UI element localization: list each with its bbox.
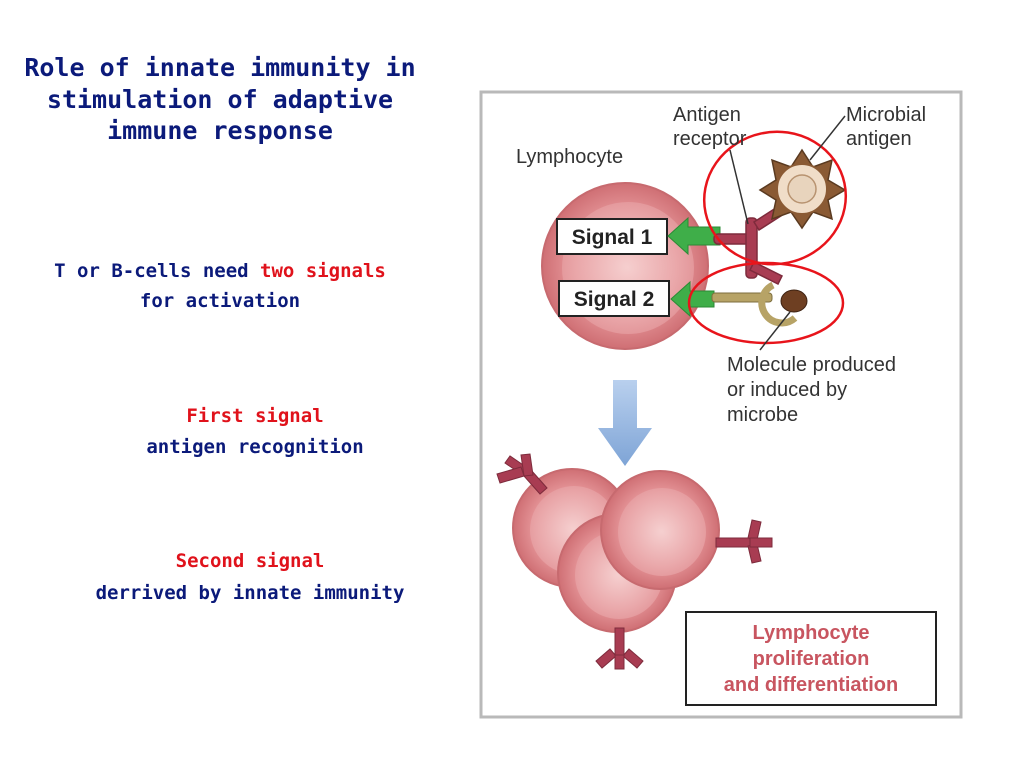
costimulatory-receptor — [711, 281, 808, 327]
subtitle-text-2: for activation — [139, 290, 301, 312]
result-label-3: and differentiation — [724, 674, 898, 696]
lymphocyte-cell — [541, 182, 709, 350]
result-label-2: proliferation — [753, 648, 870, 670]
signal-1-highlight-circle — [702, 130, 848, 266]
lymphocyte-label: Lymphocyte — [516, 146, 623, 168]
microbial-antigen-icon — [758, 148, 847, 230]
receptor-right — [715, 519, 773, 564]
down-arrow — [598, 380, 652, 466]
slide-subtitle: T or B-cells need two signals for activa… — [40, 256, 400, 316]
molecule-label-1: Molecule produced — [727, 354, 896, 376]
signal-1-label: Signal 1 — [572, 226, 653, 249]
receptor-bottom — [595, 627, 644, 670]
first-signal-block: First signal antigen recognition — [100, 401, 410, 463]
subtitle-text-1: T or B-cells need — [54, 260, 261, 282]
second-signal-text: derrived by innate immunity — [95, 582, 405, 604]
second-signal-heading: Second signal — [175, 550, 325, 572]
microbial-antigen-label-1: Microbial — [846, 104, 926, 126]
first-signal-text: antigen recognition — [146, 436, 364, 458]
molecule-label-2: or induced by — [727, 379, 847, 401]
antigen-receptor-label-2: receptor — [673, 128, 747, 150]
proliferating-cell-3 — [600, 470, 720, 590]
antigen-receptor-label-1: Antigen — [673, 104, 741, 126]
receptor-top-left — [496, 453, 548, 495]
first-signal-heading: First signal — [186, 405, 324, 427]
lymphocyte-activation-figure: Signal 1 Signal 2 Lymphocyte Antigen rec… — [479, 90, 963, 719]
signal-2-label: Signal 2 — [574, 288, 655, 311]
molecule-label-3: microbe — [727, 404, 798, 426]
slide-title: Role of innate immunity in stimulation o… — [24, 53, 416, 145]
proliferating-cells — [496, 453, 773, 670]
result-label-1: Lymphocyte — [752, 622, 869, 644]
subtitle-highlight: two signals — [260, 260, 386, 282]
label-leader-lines — [729, 115, 846, 351]
signal-2-box: Signal 2 — [558, 280, 670, 317]
signal-1-box: Signal 1 — [556, 218, 668, 255]
result-box: Lymphocyte proliferation and differentia… — [685, 611, 937, 706]
microbial-antigen-label-2: antigen — [846, 128, 912, 150]
second-signal-block: Second signal derrived by innate immunit… — [20, 545, 480, 609]
